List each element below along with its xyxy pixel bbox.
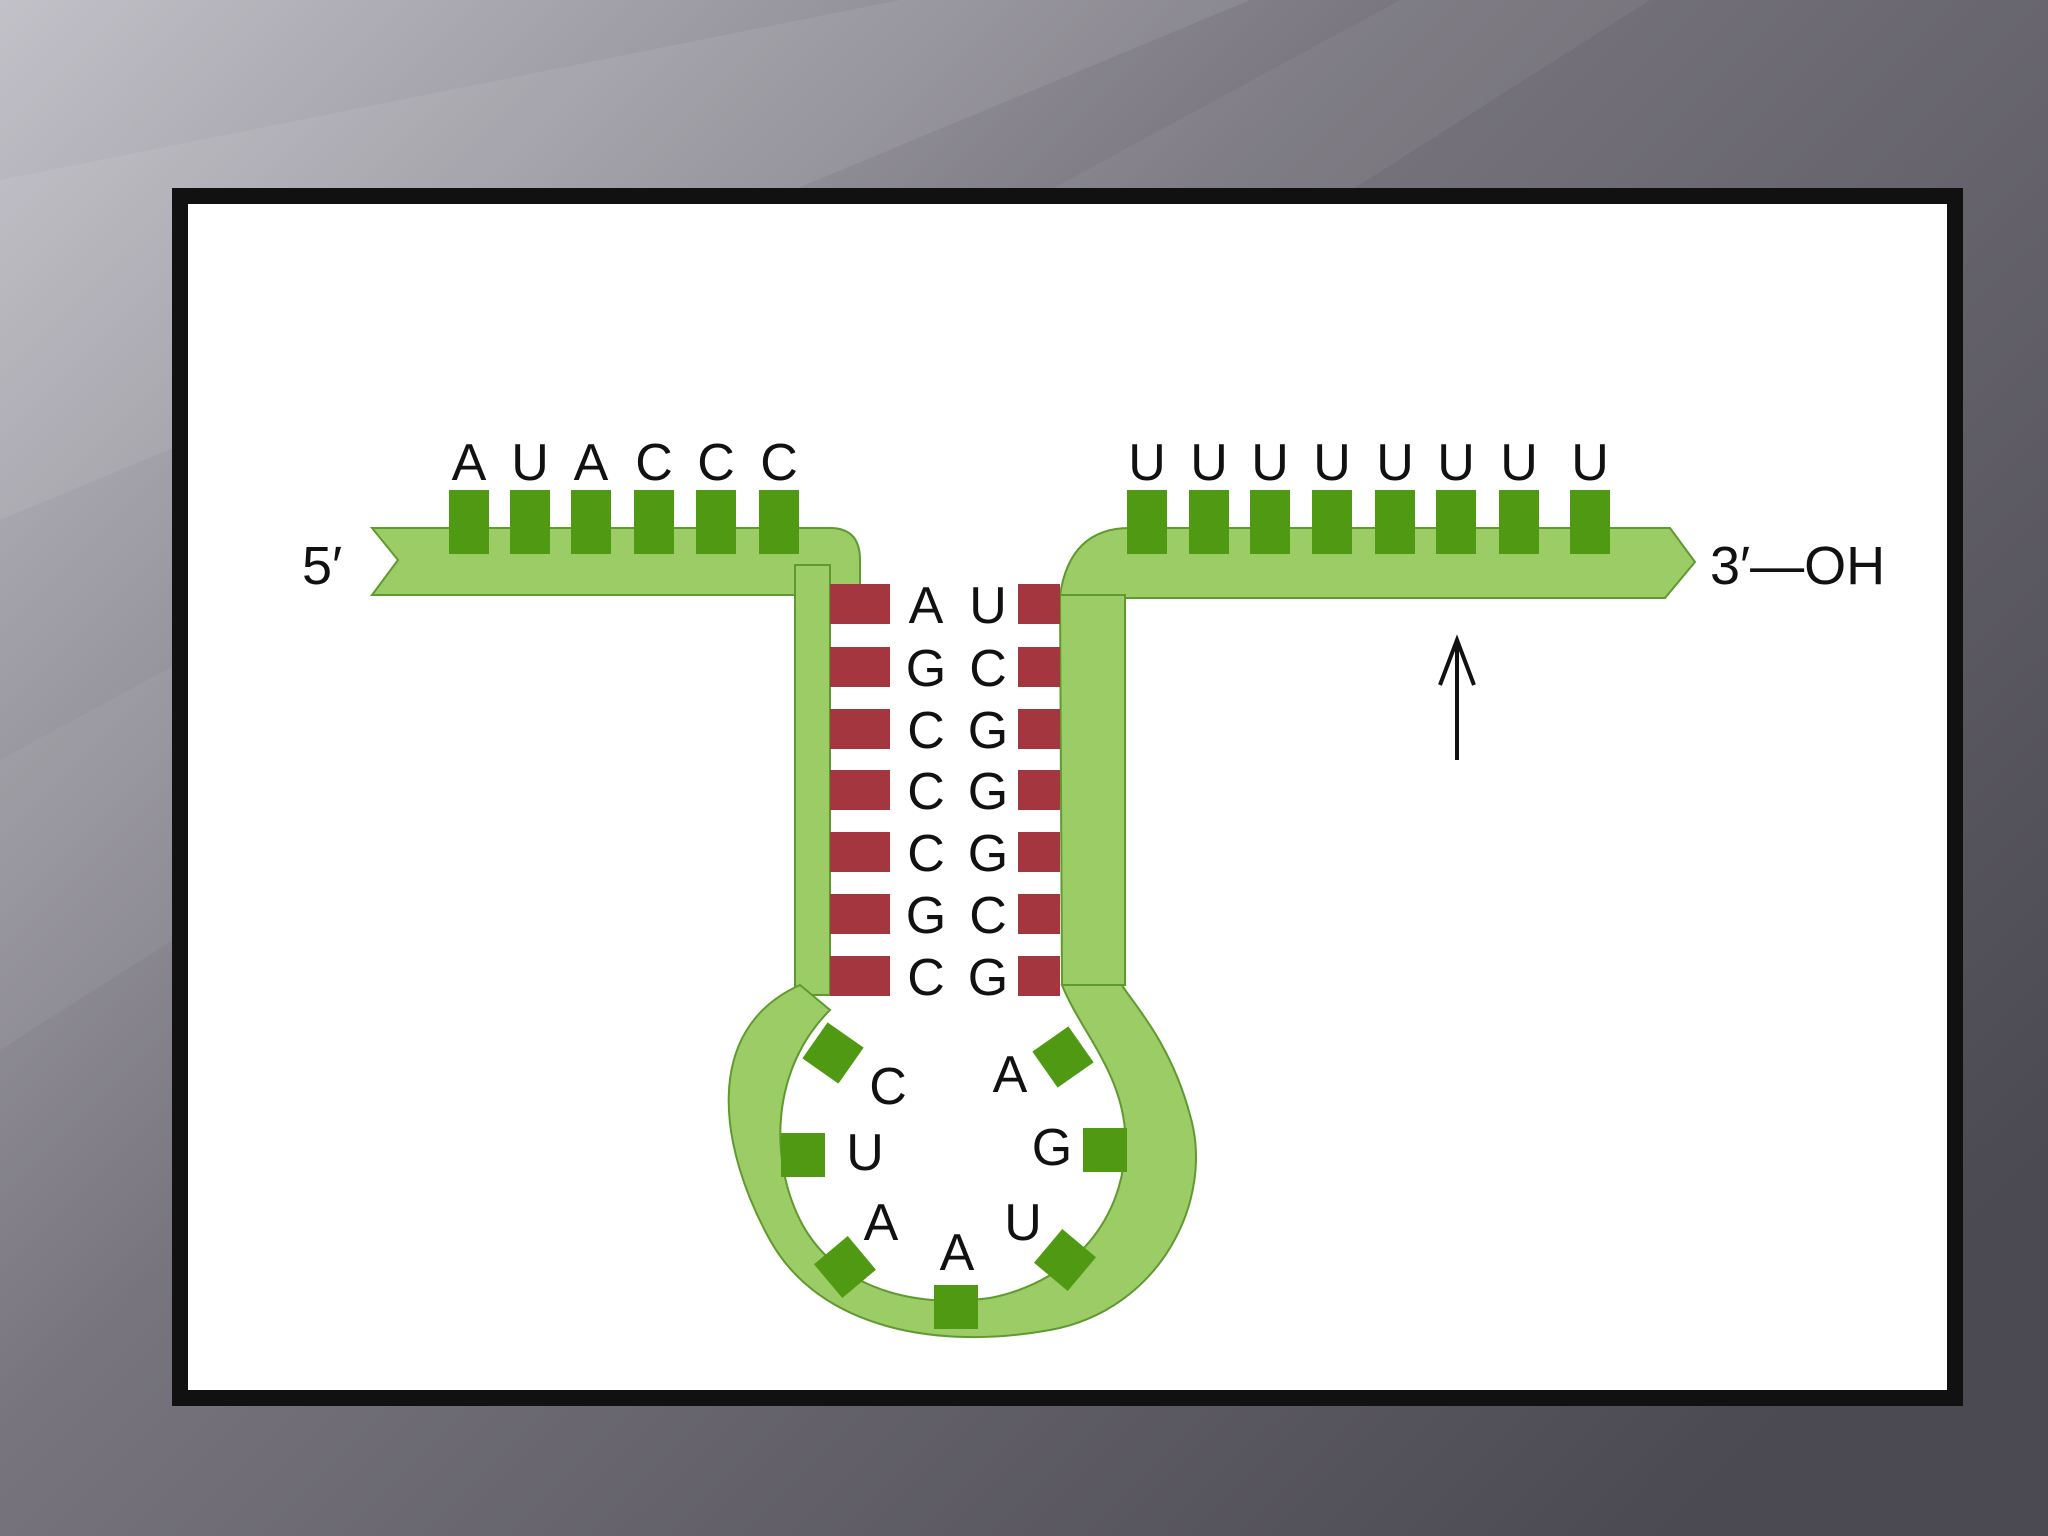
trailer-base-letter: U (1128, 434, 1166, 492)
trailer-base-block (1189, 490, 1229, 554)
loop-base-block (1034, 1229, 1096, 1291)
right-stem-ribbon (1058, 594, 1126, 986)
trailer-base-block (1375, 490, 1415, 554)
stem-left-base-block (830, 584, 890, 624)
stem-left-base-block (830, 894, 890, 934)
loop-base-block (1032, 1026, 1094, 1088)
stem-right-base-block (1018, 584, 1060, 624)
loop-base-block (814, 1236, 876, 1298)
leader-base-letter: C (635, 434, 673, 492)
stem-left-base-letter: G (906, 640, 946, 698)
trailer-base-letter: U (1437, 434, 1475, 492)
stem-left-base-letter: C (907, 702, 945, 760)
loop-base-block (1083, 1128, 1127, 1172)
leader-base-letter: U (511, 434, 549, 492)
stem-left-base-block (830, 832, 890, 872)
stem-right-base-letter: G (968, 825, 1008, 883)
leader-base-letter: A (574, 434, 609, 492)
trailer-base-letter: U (1376, 434, 1414, 492)
trailer-base-block (1570, 490, 1610, 554)
loop-base-letter: U (846, 1124, 884, 1182)
loop-base-letter: A (864, 1194, 899, 1252)
loop-base-letter: U (1004, 1194, 1042, 1252)
stem-right-base-letter: C (969, 640, 1007, 698)
trailer-base-letter: U (1313, 434, 1351, 492)
leader-base-block (571, 490, 611, 554)
stem-right-base-block (1018, 894, 1060, 934)
stem-right-base-letter: U (969, 577, 1007, 635)
loop-base-block (781, 1133, 825, 1177)
stem-left-base-block (830, 647, 890, 687)
trailer-base-letter: U (1190, 434, 1228, 492)
loop-base-block (934, 1285, 978, 1329)
stem-left-base-letter: C (907, 825, 945, 883)
stem-right-base-letter: G (968, 702, 1008, 760)
up-arrow-icon (1438, 634, 1476, 760)
stem-left-base-block (830, 709, 890, 749)
stem-right-base-block (1018, 709, 1060, 749)
trailer-base-block (1250, 490, 1290, 554)
stem-right-base-letter: G (968, 763, 1008, 821)
leader-base-letter: C (697, 434, 735, 492)
stem-right-base-block (1018, 647, 1060, 687)
stem-left-base-letter: C (907, 949, 945, 1007)
trailer-base-block (1127, 490, 1167, 554)
leader-base-block (449, 490, 489, 554)
loop-base-letter: G (1032, 1119, 1072, 1177)
stem-right-base-block (1018, 956, 1060, 996)
stem-left-base-letter: C (907, 763, 945, 821)
stem-left-base-block (830, 770, 890, 810)
stem-right-base-letter: G (968, 949, 1008, 1007)
leader-base-letter: A (452, 434, 487, 492)
trailer-base-block (1499, 490, 1539, 554)
stem-left-base-block (830, 956, 890, 996)
left-stem-ribbon (794, 564, 831, 996)
trailer-base-letter: U (1500, 434, 1538, 492)
loop-base-letter: A (993, 1046, 1028, 1104)
stem-left-base-letter: A (909, 577, 944, 635)
leader-base-letter: C (760, 434, 798, 492)
stem-left-base-letter: G (906, 887, 946, 945)
three-prime-label: 3′—OH (1710, 536, 1885, 596)
leader-base-block (634, 490, 674, 554)
loop-base-letter: A (940, 1224, 975, 1282)
leader-base-block (759, 490, 799, 554)
loop-base-block (802, 1022, 864, 1084)
five-prime-label: 5′ (302, 536, 342, 596)
leader-base-block (696, 490, 736, 554)
trailer-base-letter: U (1251, 434, 1289, 492)
left-backbone-ribbon (369, 527, 861, 601)
trailer-base-block (1436, 490, 1476, 554)
loop-base-letter: C (869, 1058, 907, 1116)
trailer-base-block (1312, 490, 1352, 554)
leader-base-block (510, 490, 550, 554)
trailer-base-letter: U (1571, 434, 1609, 492)
stem-right-base-letter: C (969, 887, 1007, 945)
stem-right-base-block (1018, 832, 1060, 872)
stem-right-base-block (1018, 770, 1060, 810)
